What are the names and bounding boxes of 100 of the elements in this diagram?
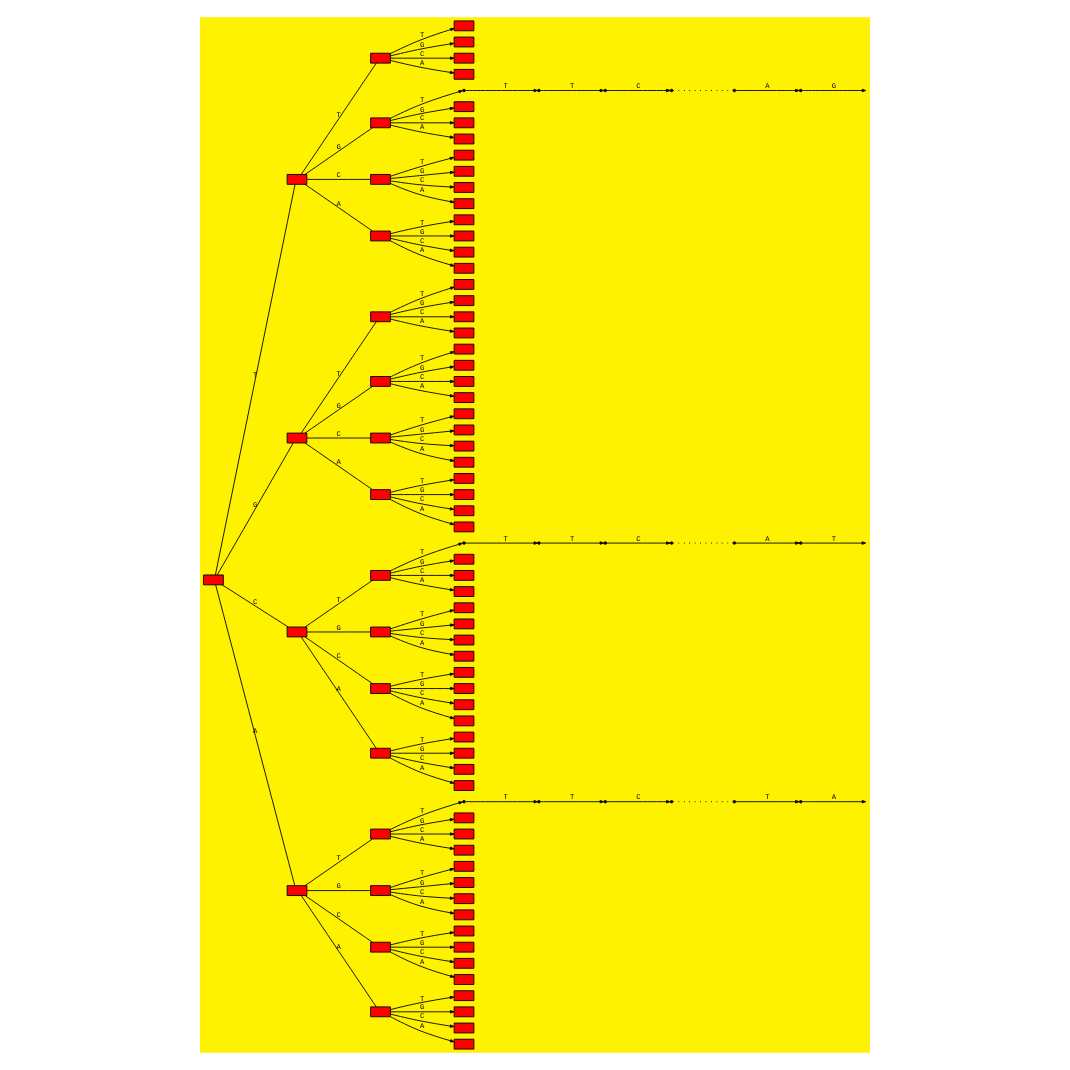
arrow xyxy=(390,478,455,493)
node-box xyxy=(453,860,475,872)
arrow xyxy=(390,757,455,784)
connector xyxy=(214,183,296,576)
arrow xyxy=(390,106,455,121)
arrow xyxy=(390,609,455,630)
node-box xyxy=(453,133,475,145)
arrow xyxy=(390,951,455,978)
arrow xyxy=(390,818,455,833)
arrow xyxy=(390,801,463,830)
arrow xyxy=(390,635,455,656)
connector xyxy=(304,636,373,684)
node-box xyxy=(453,715,475,727)
arrow xyxy=(390,832,455,836)
connector xyxy=(306,178,371,180)
arrow xyxy=(390,686,455,691)
node-box xyxy=(453,182,475,193)
node-box xyxy=(370,174,391,185)
arrow xyxy=(390,559,455,574)
node-box xyxy=(453,214,475,226)
arrow xyxy=(390,573,455,578)
node-box xyxy=(453,747,475,759)
node-point xyxy=(669,88,674,93)
arrow xyxy=(390,415,455,436)
node-box xyxy=(453,424,475,436)
node-box xyxy=(453,343,475,355)
node-box xyxy=(370,376,391,387)
node-box xyxy=(453,279,475,290)
node-box xyxy=(453,586,475,597)
connector xyxy=(306,631,371,633)
arrow xyxy=(390,121,455,125)
connector xyxy=(304,183,373,232)
arrow xyxy=(390,931,455,946)
arrow xyxy=(390,429,455,438)
node-box xyxy=(453,812,475,824)
arrow xyxy=(390,183,455,204)
node-box xyxy=(453,570,475,581)
arrow xyxy=(390,882,455,891)
node-box xyxy=(453,20,475,32)
node-box xyxy=(286,432,308,444)
node-point xyxy=(462,88,466,93)
arrow xyxy=(390,237,455,252)
arrow xyxy=(390,499,455,526)
node-box xyxy=(453,52,475,64)
arrow xyxy=(606,800,671,804)
node-box xyxy=(453,731,475,743)
arrow xyxy=(390,439,455,448)
node-box xyxy=(453,1038,475,1050)
arrow xyxy=(390,170,455,179)
node-box xyxy=(453,36,475,48)
node-box xyxy=(370,885,391,896)
node-box xyxy=(453,198,475,210)
node-box xyxy=(370,683,391,694)
node-box xyxy=(370,230,391,242)
arrow xyxy=(390,751,455,755)
node-box xyxy=(453,650,475,662)
arrow xyxy=(390,90,463,119)
node-point xyxy=(669,541,674,545)
arrow xyxy=(390,623,455,632)
node-point xyxy=(462,541,466,545)
arrow xyxy=(390,27,455,55)
node-point xyxy=(798,541,803,545)
node-box xyxy=(453,780,475,791)
node-point xyxy=(603,799,608,804)
arrow xyxy=(390,867,455,888)
node-box xyxy=(370,941,391,953)
connector xyxy=(304,580,373,628)
connector xyxy=(304,127,373,175)
node-box xyxy=(453,634,475,646)
node-point xyxy=(537,541,541,545)
node-box xyxy=(370,432,391,444)
connector xyxy=(221,584,289,628)
node-box xyxy=(453,844,475,856)
arrow xyxy=(735,800,800,804)
node-box xyxy=(453,456,475,468)
node-point xyxy=(462,799,466,804)
arrow xyxy=(390,737,455,752)
arrow xyxy=(390,577,455,592)
connector xyxy=(304,386,373,434)
node-box xyxy=(453,117,475,129)
node-box xyxy=(453,699,475,711)
arrow xyxy=(390,949,455,964)
arrow xyxy=(390,240,455,267)
node-box xyxy=(453,618,475,630)
arrow xyxy=(390,496,455,511)
node-box xyxy=(370,311,391,323)
arrow xyxy=(390,891,455,900)
arrow xyxy=(390,156,455,177)
connector xyxy=(300,636,377,749)
node-point xyxy=(669,799,674,804)
node-point xyxy=(732,799,737,804)
arrow xyxy=(390,60,455,75)
arrow xyxy=(390,1013,455,1028)
node-box xyxy=(453,602,475,614)
node-box xyxy=(453,763,475,775)
arrow xyxy=(390,180,455,189)
node-point xyxy=(537,799,541,804)
connector xyxy=(306,890,371,892)
arrow xyxy=(606,88,671,93)
node-box xyxy=(453,392,475,403)
